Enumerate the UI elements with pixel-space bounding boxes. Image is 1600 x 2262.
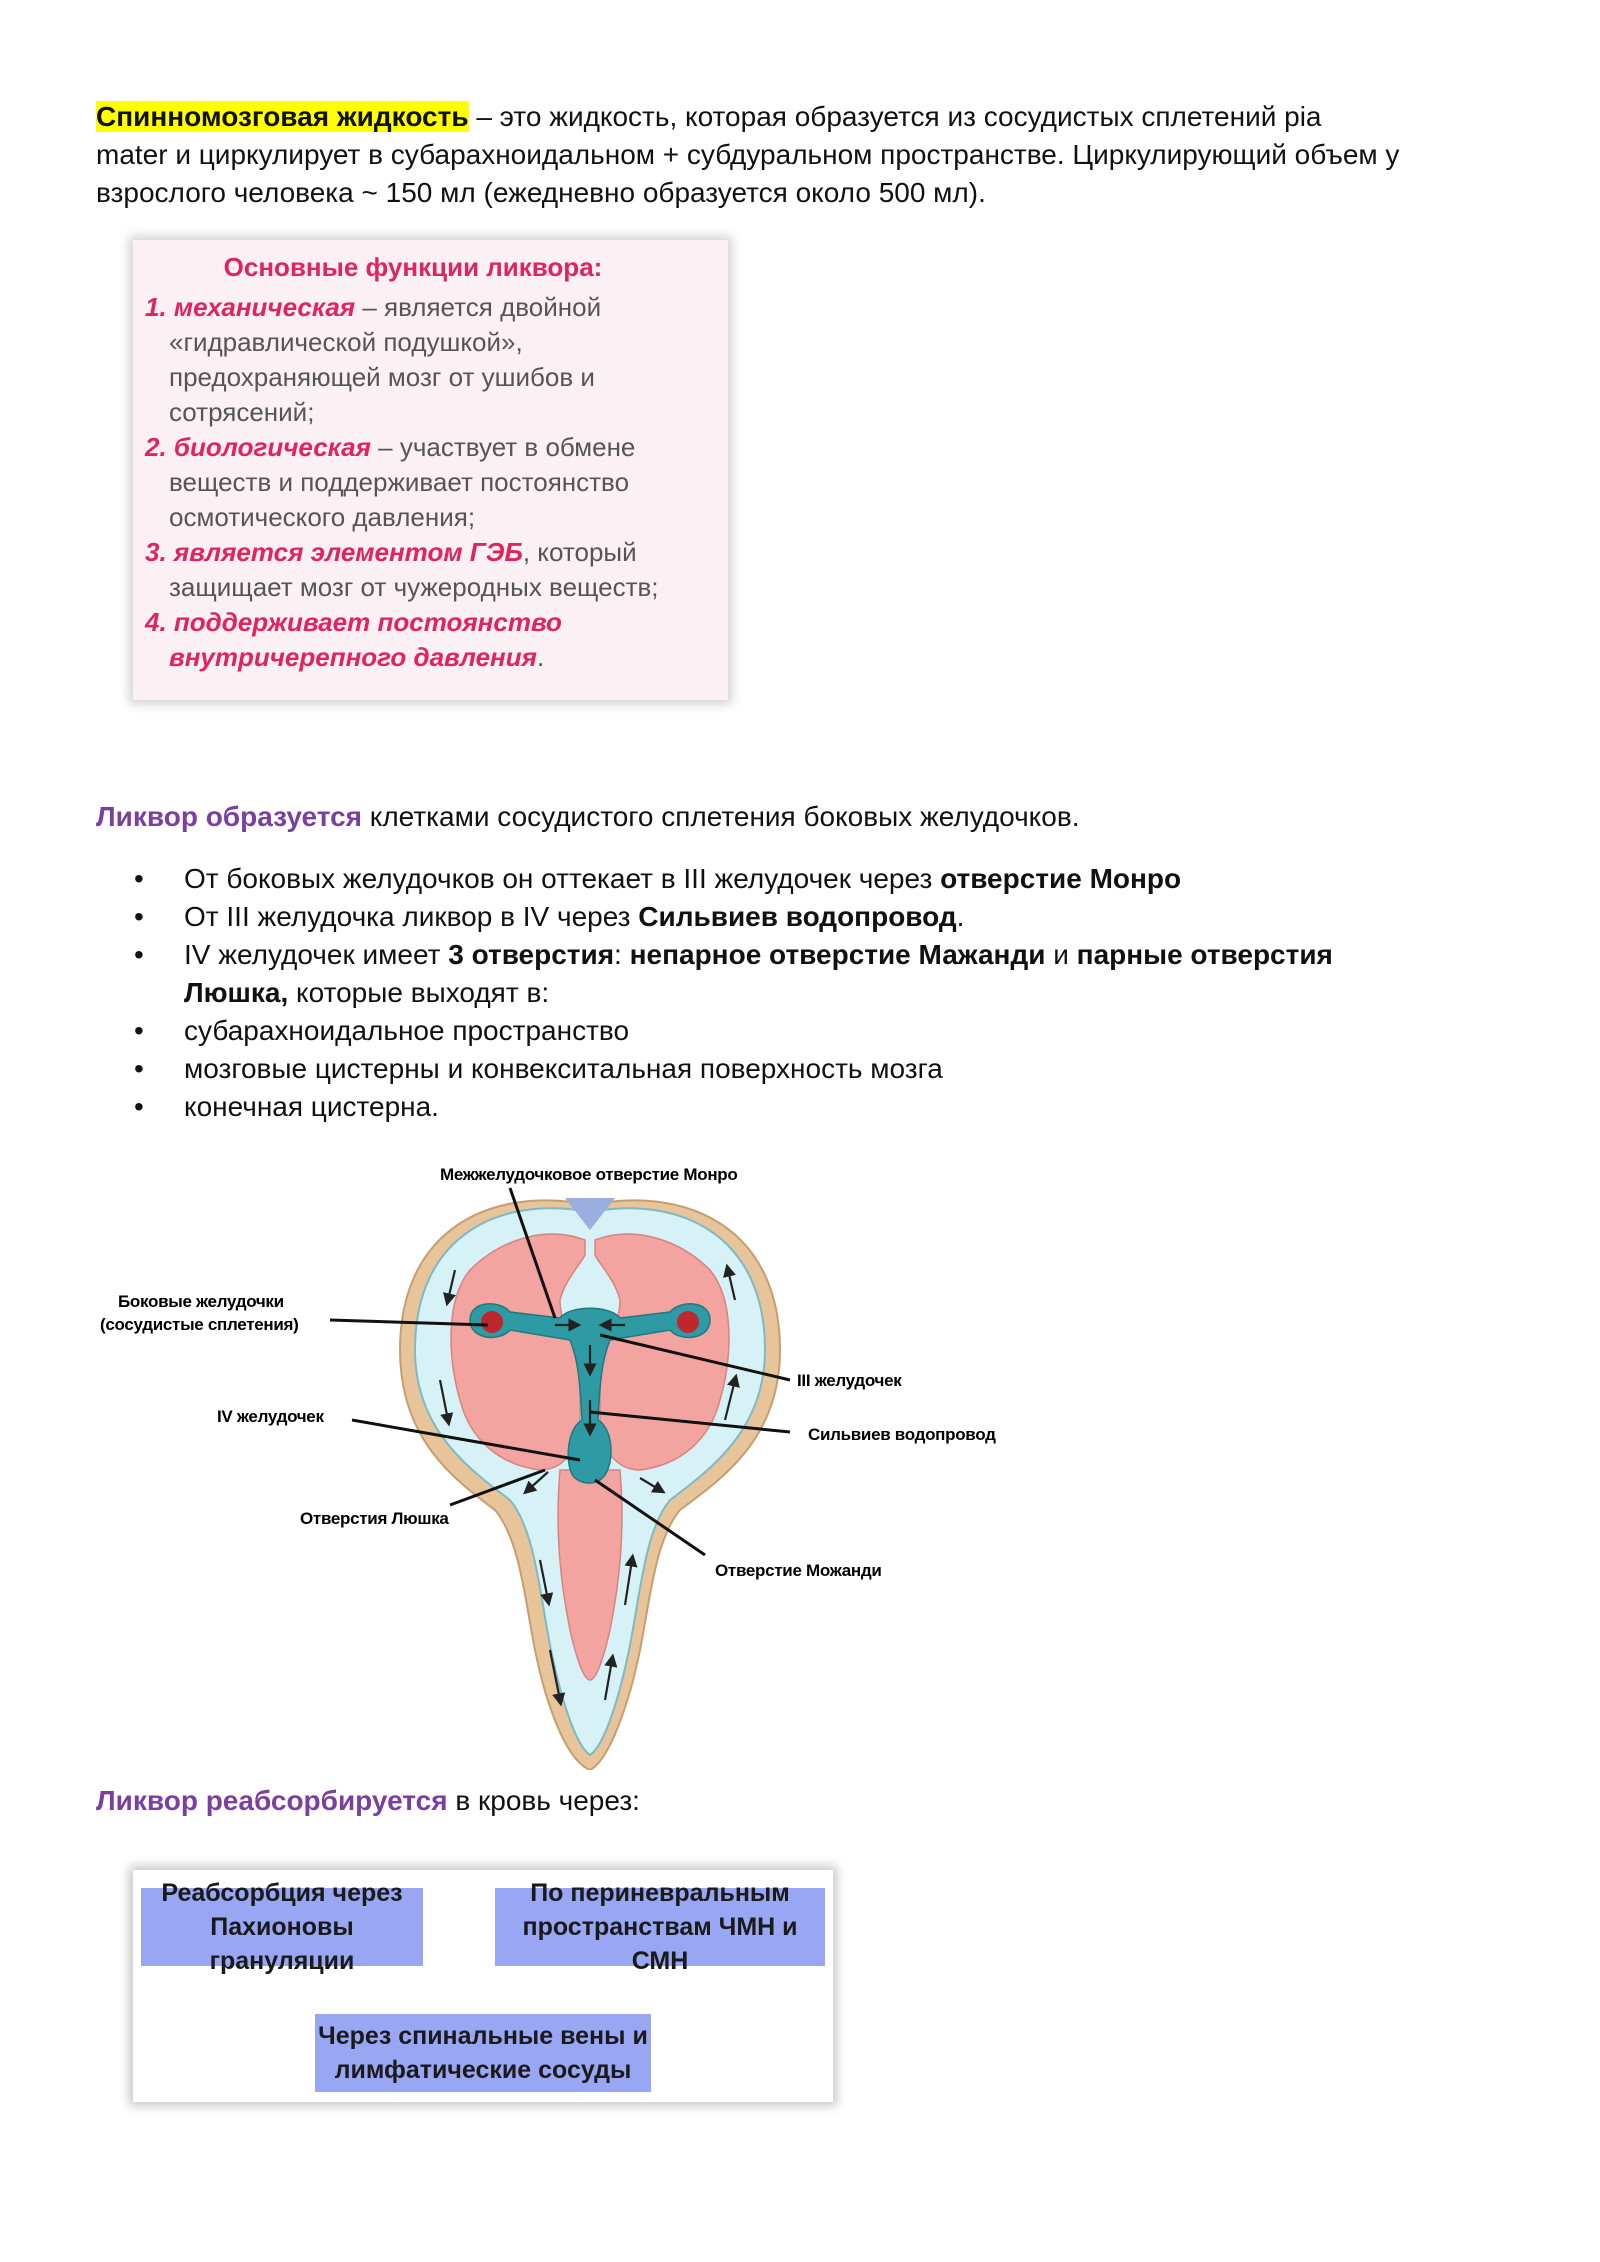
list-item: От III желудочка ликвор в IV через Сильв… — [96, 898, 1496, 936]
pathway-list: От боковых желудочков он оттекает в III … — [96, 860, 1496, 1126]
functions-list: 1. механическая – является двойной «гидр… — [145, 290, 725, 675]
function-item-2: 2. биологическая – участвует в обмене — [145, 432, 636, 462]
label-sylvian: Сильвиев водопровод — [808, 1425, 996, 1444]
list-item: От боковых желудочков он оттекает в III … — [96, 860, 1496, 898]
intro-paragraph: Спинномозговая жидкость – это жидкость, … — [96, 98, 1516, 212]
left-hemisphere — [450, 1233, 586, 1471]
list-item: IV желудочек имеет 3 отверстия: непарное… — [96, 936, 1496, 1012]
flow-arrows — [438, 1263, 740, 1707]
label-lateral-2: (сосудистые сплетения) — [100, 1315, 299, 1334]
functions-title: Основные функции ликвора: — [223, 252, 603, 282]
term-highlight: Спинномозговая жидкость — [96, 101, 469, 132]
functions-card: Основные функции ликвора: 1. механическа… — [133, 240, 728, 700]
label-monro: Межжелудочковое отверстие Монро — [440, 1165, 737, 1184]
label-luschka: Отверстия Люшка — [300, 1509, 449, 1528]
formation-line: Ликвор образуется клетками сосудистого с… — [96, 801, 1080, 832]
choroid-plexus-right — [677, 1311, 699, 1333]
intro-line-3: взрослого человека ~ 150 мл (ежедневно о… — [96, 177, 986, 208]
label-lateral-1: Боковые желудочки — [118, 1292, 284, 1311]
list-item: мозговые цистерны и конвекситальная пове… — [96, 1050, 1496, 1088]
list-item: конечная цистерна. — [96, 1088, 1496, 1126]
choroid-plexus-left — [481, 1311, 503, 1333]
function-item-1: 1. механическая – является двойной — [145, 292, 602, 322]
sinus-triangle — [565, 1198, 615, 1230]
list-item: субарахноидальное пространство — [96, 1012, 1496, 1050]
spinal-cord — [557, 1469, 623, 1681]
label-magendie: Отверстие Можанди — [715, 1561, 881, 1580]
csf-circulation-diagram: Межжелудочковое отверстие Монро Боковые … — [100, 1165, 996, 1770]
right-hemisphere — [594, 1233, 730, 1471]
label-fourth: IV желудочек — [217, 1407, 324, 1426]
intro-line-2: mater и циркулирует в субарахноидальном … — [96, 139, 1400, 170]
reabsorption-lead: Ликвор реабсорбируется — [96, 1785, 448, 1816]
function-item-3: 3. является элементом ГЭБ, который — [145, 537, 637, 567]
formation-lead: Ликвор образуется — [96, 801, 362, 832]
function-item-4: 4. поддерживает постоянство — [145, 607, 562, 637]
label-third: III желудочек — [797, 1371, 902, 1390]
intro-line-1: Спинномозговая жидкость – это жидкость, … — [96, 101, 1322, 132]
reabsorption-line: Ликвор реабсорбируется в кровь через: — [96, 1785, 640, 1816]
